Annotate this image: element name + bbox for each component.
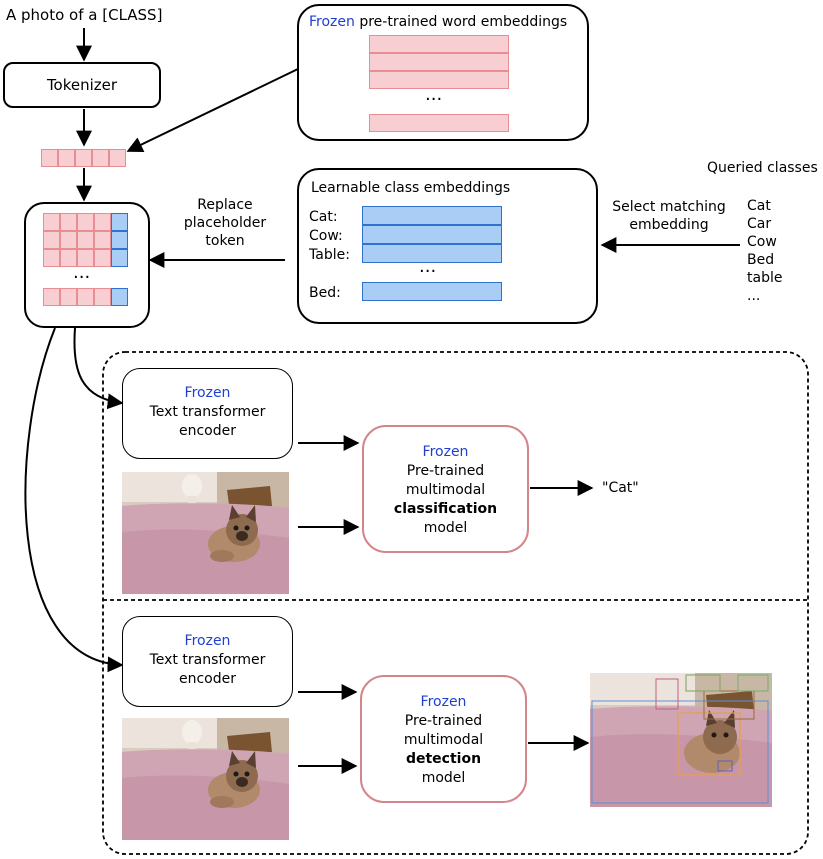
token-cell bbox=[58, 149, 75, 167]
arrow-grid-to-class-encoder bbox=[73, 327, 124, 410]
learnable-row-label: Cow: bbox=[309, 228, 343, 244]
cat-image-illustration bbox=[122, 718, 289, 840]
det-text-encoder-box: Frozen Text transformer encoder bbox=[122, 616, 293, 707]
learnable-row-label: Cat: bbox=[309, 209, 338, 225]
token-cell bbox=[75, 149, 92, 167]
arrow-grid-to-det-encoder bbox=[24, 327, 124, 673]
queried-list: Cat Car Cow Bed table ... bbox=[747, 197, 782, 305]
model-type-label: detection bbox=[405, 751, 482, 767]
replace-label: Replace placeholder token bbox=[183, 197, 267, 249]
cat-photo bbox=[122, 718, 289, 840]
class-token-cell bbox=[111, 213, 128, 231]
frozen-tag: Frozen bbox=[422, 444, 469, 460]
token-grid bbox=[43, 213, 133, 273]
token-cell bbox=[41, 149, 58, 167]
frozen-tag: Frozen bbox=[420, 694, 467, 710]
input-prompt: A photo of a [CLASS] bbox=[6, 6, 163, 24]
learnable-title: Learnable class embeddings bbox=[311, 180, 511, 196]
detection-output-illustration bbox=[590, 673, 772, 807]
class-embedding-bar bbox=[362, 225, 502, 244]
word-embeddings-title-text: pre-trained word embeddings bbox=[359, 14, 568, 30]
class-embedding-bar bbox=[362, 244, 502, 263]
token-grid-ellipsis: ... bbox=[73, 262, 91, 283]
word-embeddings-title: Frozen pre-trained word embeddings bbox=[309, 13, 567, 31]
token-grid-box: ... bbox=[24, 202, 150, 328]
model-label: Pre-trained bbox=[404, 713, 483, 729]
tokenizer-label: Tokenizer bbox=[46, 76, 118, 94]
model-label: multimodal bbox=[403, 732, 484, 748]
frozen-tag: Frozen bbox=[184, 385, 231, 401]
queried-item: ... bbox=[747, 288, 761, 304]
model-label: model bbox=[421, 770, 466, 786]
class-text-encoder-box: Frozen Text transformer encoder bbox=[122, 368, 293, 459]
cat-photo bbox=[122, 472, 289, 594]
dashed-frame bbox=[102, 351, 809, 855]
learnable-row-label: Table: bbox=[309, 247, 350, 263]
word-embedding-bar bbox=[369, 71, 509, 89]
encoder-label: Text transformer bbox=[149, 404, 266, 420]
model-label: Pre-trained bbox=[406, 463, 485, 479]
model-label: multimodal bbox=[405, 482, 486, 498]
queried-item: Cat bbox=[747, 198, 771, 214]
token-grid-last-row bbox=[43, 288, 133, 308]
cat-image-illustration bbox=[122, 472, 289, 594]
token-cell bbox=[109, 149, 126, 167]
frozen-tag: Frozen bbox=[309, 14, 355, 30]
word-embeddings-ellipsis: ... bbox=[425, 84, 443, 105]
arrow-embeddings-to-tokens bbox=[126, 67, 301, 152]
classification-model-box: Frozen Pre-trained multimodal classifica… bbox=[362, 425, 529, 553]
detection-model-box: Frozen Pre-trained multimodal detection … bbox=[360, 675, 527, 803]
learnable-row-label: Bed: bbox=[309, 285, 341, 301]
token-strip bbox=[41, 149, 131, 169]
queried-title: Queried classes bbox=[707, 160, 818, 176]
word-embedding-bar bbox=[369, 53, 509, 71]
word-embedding-bar bbox=[369, 114, 509, 132]
encoder-label: Text transformer bbox=[149, 652, 266, 668]
learnable-embeddings-box: Learnable class embeddings Cat: Cow: Tab… bbox=[297, 168, 598, 324]
encoder-label: encoder bbox=[178, 671, 236, 687]
word-embeddings-box: Frozen pre-trained word embeddings ... bbox=[297, 4, 589, 141]
tokenizer-box: Tokenizer bbox=[3, 62, 161, 108]
frozen-tag: Frozen bbox=[184, 633, 231, 649]
class-embedding-bar bbox=[362, 206, 502, 225]
queried-item: Car bbox=[747, 216, 772, 232]
token-cell bbox=[92, 149, 109, 167]
select-label: Select matching embedding bbox=[612, 199, 726, 233]
class-token-cell bbox=[111, 288, 128, 306]
learnable-ellipsis: ... bbox=[419, 256, 437, 277]
encoder-label: encoder bbox=[178, 423, 236, 439]
model-type-label: classification bbox=[393, 501, 498, 517]
classification-output: "Cat" bbox=[602, 480, 639, 496]
queried-item: Cow bbox=[747, 234, 777, 250]
class-embedding-bar bbox=[362, 282, 502, 301]
queried-item: Bed bbox=[747, 252, 775, 268]
queried-item: table bbox=[747, 270, 783, 286]
detection-output-photo bbox=[590, 673, 772, 807]
class-token-cell bbox=[111, 249, 128, 267]
model-label: model bbox=[423, 520, 468, 536]
word-embedding-bar bbox=[369, 35, 509, 53]
class-token-cell bbox=[111, 231, 128, 249]
